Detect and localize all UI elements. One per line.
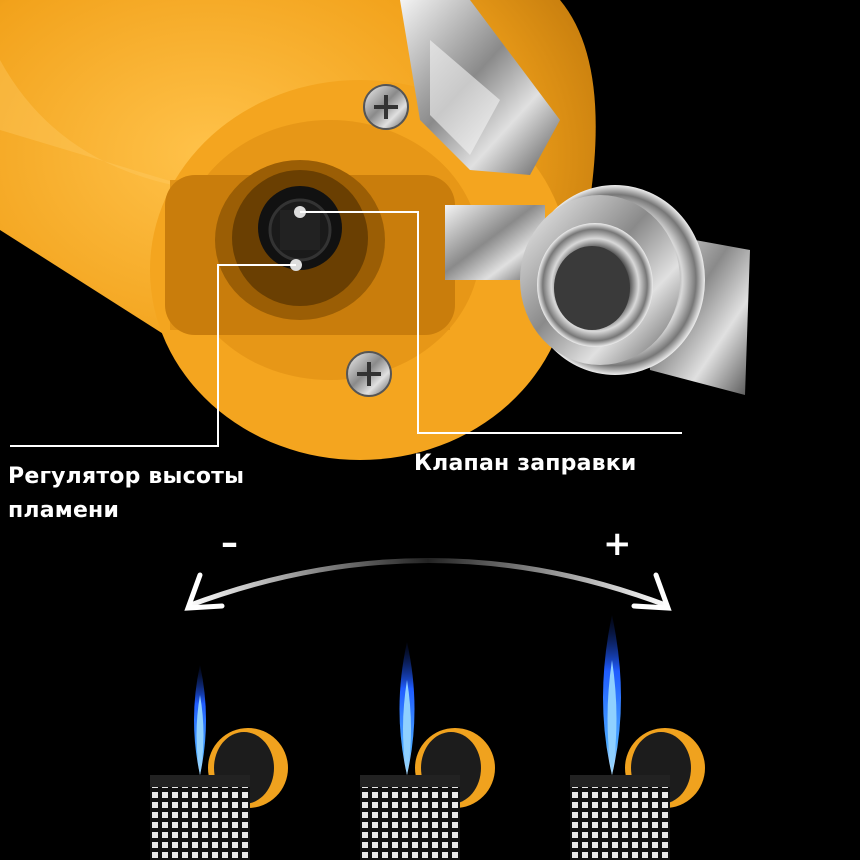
chrome-clip <box>400 0 560 175</box>
minus-sign: – <box>221 523 238 563</box>
torch-lighter-large-flame <box>570 615 705 860</box>
flame-height-regulator-label: Регулятор высоты пламени <box>8 464 245 523</box>
callout-line-refill-valve <box>300 211 682 434</box>
burner-nozzle-icon <box>268 198 332 271</box>
torch-lighter-medium-flame <box>360 642 495 860</box>
screw-icon <box>346 351 392 397</box>
screw-icon <box>363 84 409 130</box>
adjustment-arc <box>184 558 672 611</box>
refill-valve-icon <box>445 185 750 395</box>
refill-valve-label: Клапан заправки <box>414 451 637 476</box>
torch-lighter-small-flame <box>150 665 288 860</box>
plus-sign: + <box>603 524 632 564</box>
callout-line-flame-regulator <box>10 264 296 447</box>
